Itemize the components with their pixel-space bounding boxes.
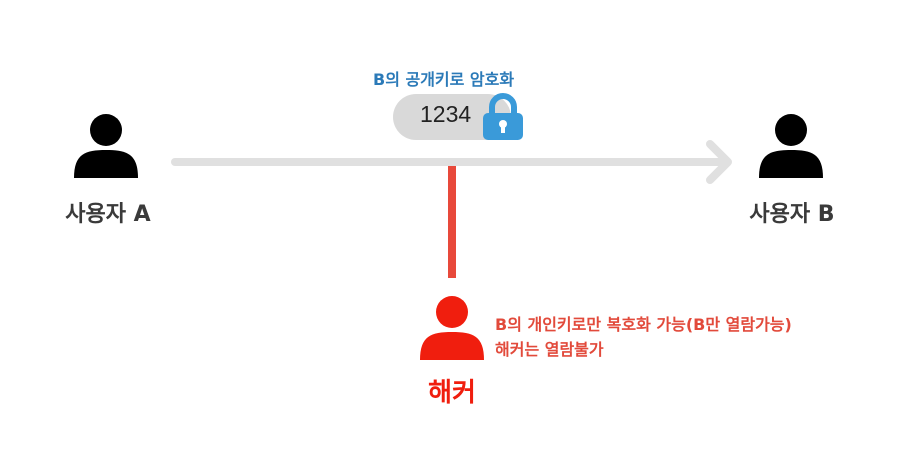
encryption-caption: B의 공개키로 암호화 [373, 70, 515, 89]
message-value: 1234 [420, 101, 472, 127]
sender-node: 사용자 A [58, 112, 158, 227]
hacker-person-icon [420, 296, 484, 360]
hacker-note-line-1: B의 개인키로만 복호화 가능(B만 열람가능) [495, 315, 792, 334]
person-icon [74, 114, 138, 178]
transmission-arrow-head [706, 140, 732, 184]
receiver-label: 사용자 B [749, 202, 835, 227]
person-icon [759, 114, 823, 178]
hacker-label: 해커 [428, 378, 476, 408]
hacker-note-line-2: 해커는 열람불가 [495, 340, 604, 359]
receiver-node: 사용자 B [742, 112, 842, 227]
lock-icon [483, 93, 523, 140]
sender-label: 사용자 A [65, 202, 151, 227]
